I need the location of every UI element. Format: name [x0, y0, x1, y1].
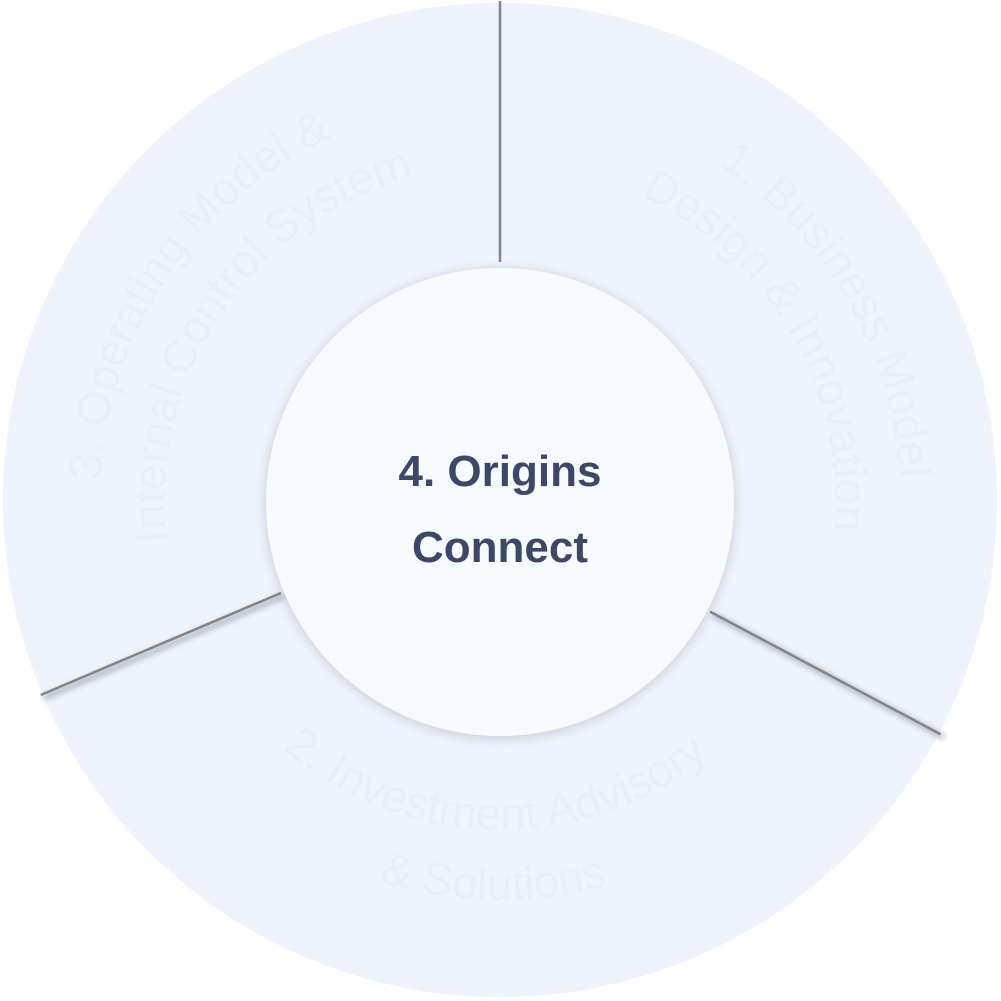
center-circle[interactable]	[266, 268, 734, 736]
segment-dividers	[40, 1, 945, 740]
divider-shadow-left	[42, 593, 285, 701]
center-label-line2: Connect	[412, 523, 588, 572]
center-label-line1: 4. Origins	[399, 447, 602, 496]
divider-left	[40, 591, 282, 697]
segment-investment-advisory[interactable]	[42, 500, 939, 997]
divider-right	[709, 610, 942, 736]
